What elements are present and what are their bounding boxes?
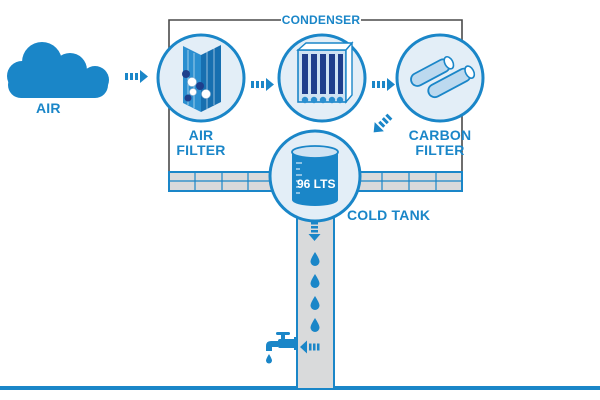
water-drop-icon — [310, 296, 320, 311]
arrow-icon — [251, 78, 274, 91]
air-filter-label: AIR FILTER — [171, 128, 231, 157]
water-drop-icon — [310, 274, 320, 288]
carbon-filter-label-line2: FILTER — [415, 141, 465, 158]
water-drop-icon — [310, 318, 320, 332]
condenser-label: CONDENSER — [281, 13, 361, 27]
carbon-filter-label: CARBON FILTER — [402, 128, 478, 157]
arrow-icon — [300, 340, 320, 354]
arrow-icon — [373, 113, 393, 133]
condenser-icon — [277, 33, 367, 123]
arrow-icon — [125, 70, 148, 83]
carbon-filter-icon — [395, 33, 485, 123]
cloud-icon — [7, 42, 109, 98]
arrow-icon — [372, 78, 395, 91]
air-label: AIR — [36, 100, 61, 116]
water-tank-icon — [268, 129, 362, 223]
water-drop-icon — [310, 252, 320, 266]
condenser-frame — [168, 19, 463, 172]
cold-tank-label: COLD TANK — [347, 207, 431, 223]
air-filter-icon — [156, 33, 246, 123]
base-pipe-left — [168, 171, 276, 192]
water-drops — [310, 252, 320, 332]
carbon-filter-label-line1: CARBON — [408, 127, 472, 143]
arrow-icon — [308, 222, 321, 241]
air-filter-label-line1: AIR — [188, 127, 214, 143]
air-filter-label-line2: FILTER — [176, 141, 226, 158]
faucet-icon — [266, 332, 298, 364]
base-pipe-right — [353, 171, 463, 192]
tank-capacity-label: 96 LTS — [297, 177, 336, 191]
